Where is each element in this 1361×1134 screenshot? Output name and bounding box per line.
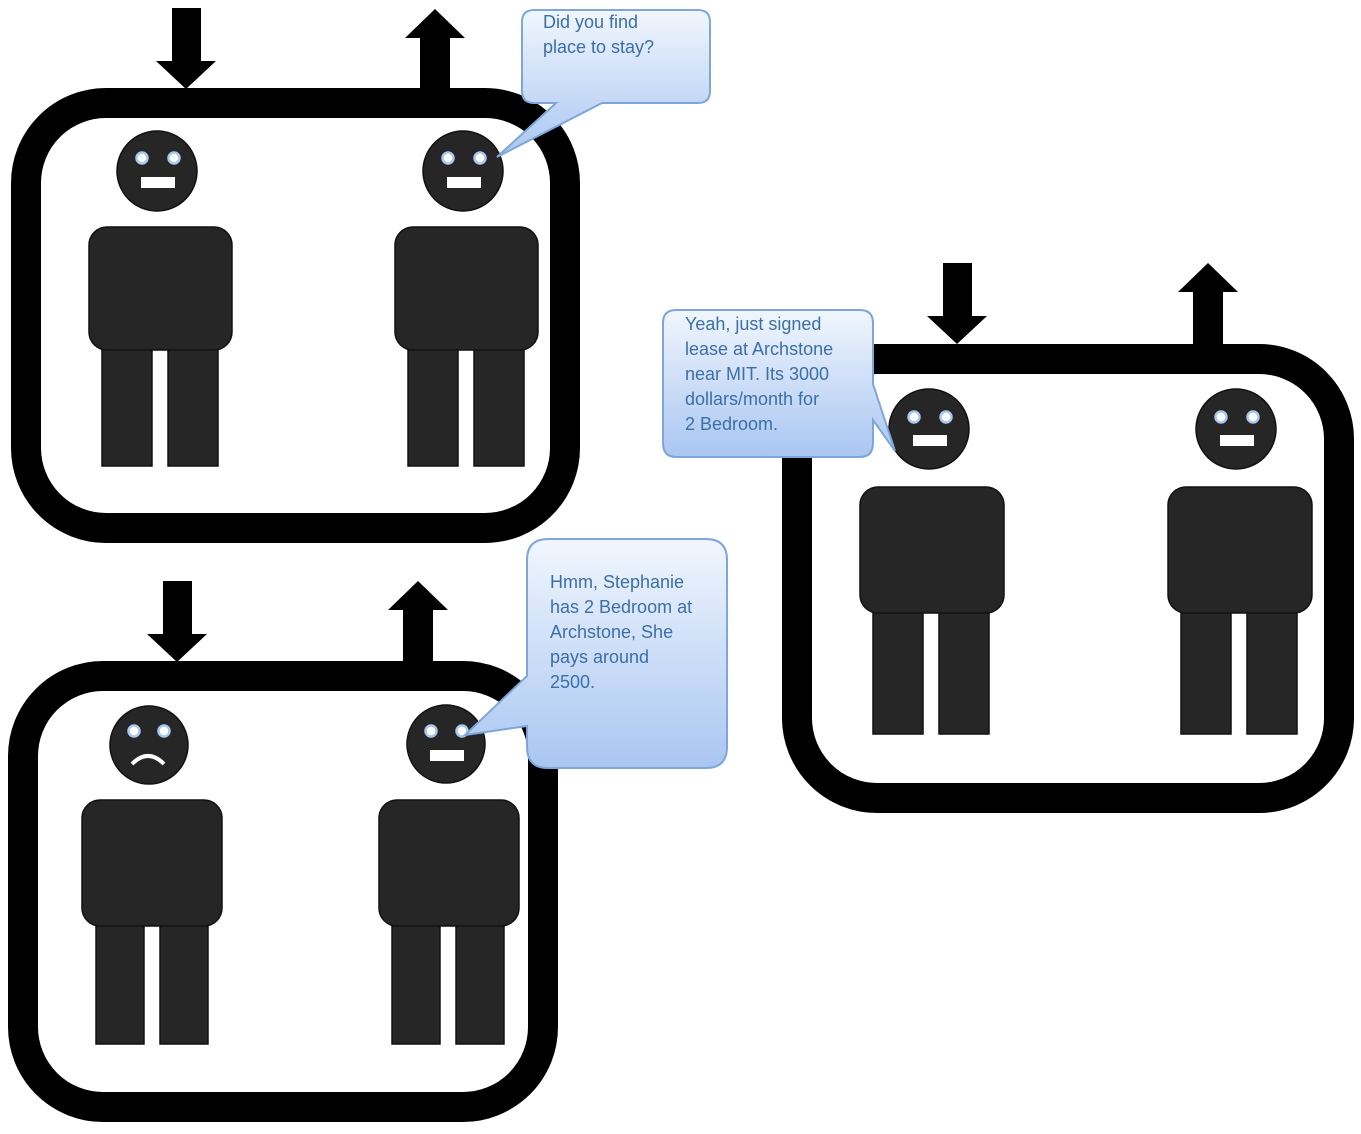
arrow-down-icon bbox=[927, 263, 987, 344]
arrow-up-icon bbox=[388, 581, 448, 664]
person-icon bbox=[1167, 388, 1313, 735]
face-neutral bbox=[116, 130, 198, 212]
panel-3 bbox=[8, 538, 728, 1122]
face-neutral bbox=[888, 388, 970, 470]
person-icon bbox=[394, 130, 539, 467]
panel-1-bubble-text: Did you find place to stay? bbox=[543, 12, 655, 57]
panel-2 bbox=[662, 263, 1354, 813]
person-icon bbox=[81, 705, 223, 1045]
frown-mouth bbox=[130, 754, 166, 766]
person-icon bbox=[378, 704, 520, 1045]
person-icon bbox=[859, 388, 1005, 735]
face-sad bbox=[109, 705, 189, 785]
face-neutral bbox=[406, 704, 486, 784]
speech-bubble-icon bbox=[496, 9, 711, 158]
speech-bubble-icon bbox=[662, 309, 896, 458]
panel-3-bubble-text: Hmm, Stephanie has 2 Bedroom at Archston… bbox=[550, 572, 693, 692]
arrow-down-icon bbox=[156, 8, 216, 89]
arrow-up-icon bbox=[405, 9, 465, 92]
face-neutral bbox=[1195, 388, 1277, 470]
panel-2-bubble-text: Yeah, just signed lease at Archstone nea… bbox=[685, 314, 834, 434]
person-icon bbox=[88, 130, 233, 467]
speech-bubble-icon bbox=[462, 538, 728, 769]
arrow-up-icon bbox=[1178, 263, 1238, 346]
panel-1 bbox=[11, 8, 711, 543]
arrow-down-icon bbox=[147, 581, 207, 662]
face-neutral bbox=[422, 130, 504, 212]
